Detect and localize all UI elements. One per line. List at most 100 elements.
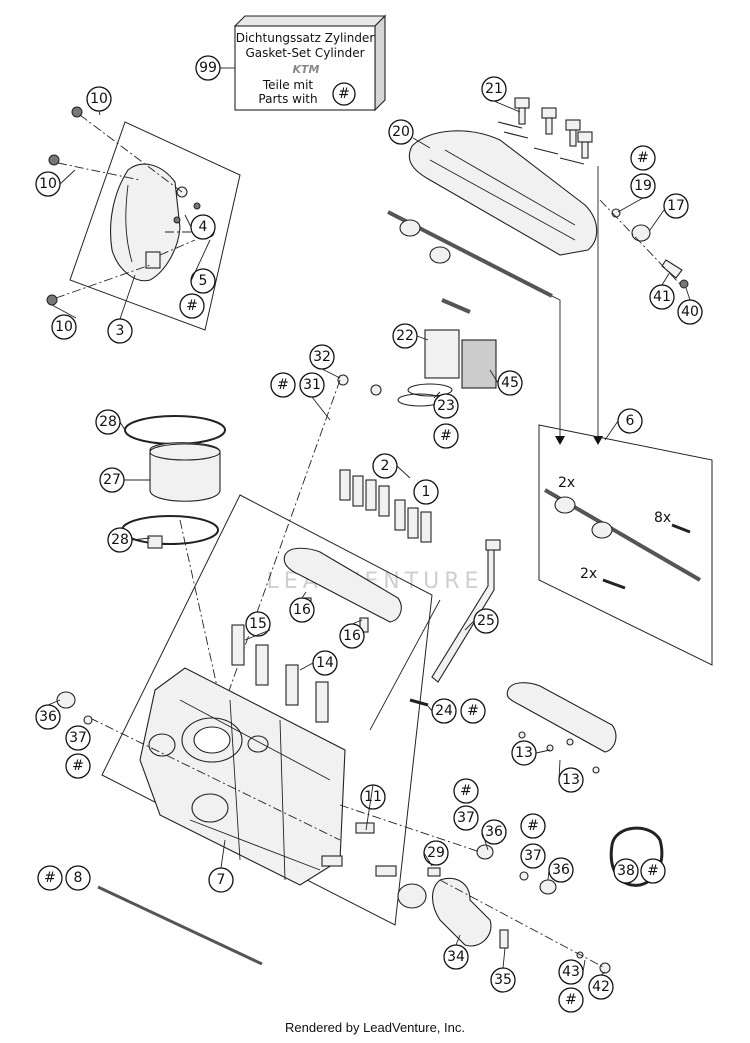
bolt-10-bottom bbox=[46, 294, 58, 306]
callout-15: 15 bbox=[245, 611, 271, 637]
group-frame-3 bbox=[69, 121, 241, 331]
svg-text:6: 6 bbox=[626, 413, 635, 429]
svg-text:36: 36 bbox=[485, 824, 503, 840]
callout-28-bottom: 28 bbox=[107, 527, 133, 553]
callout-10-mid: 10 bbox=[35, 171, 61, 197]
callout-20: 20 bbox=[388, 119, 414, 145]
svg-text:#: # bbox=[72, 758, 84, 774]
svg-text:31: 31 bbox=[303, 377, 321, 393]
bolt-10-mid bbox=[48, 154, 60, 166]
ktm-logo: KTM bbox=[293, 63, 320, 76]
svg-text:10: 10 bbox=[39, 176, 57, 192]
svg-text:36: 36 bbox=[552, 862, 570, 878]
dowel-11 bbox=[355, 822, 375, 834]
callout-42: 42 bbox=[588, 974, 614, 1000]
callout-7: 7 bbox=[208, 867, 234, 893]
kit-line-2: Gasket-Set Cylinder bbox=[245, 46, 364, 60]
callout-8-symbol: # bbox=[37, 865, 63, 891]
svg-text:16: 16 bbox=[293, 602, 311, 618]
callout-19: 19 bbox=[630, 173, 656, 199]
callout-34: 34 bbox=[443, 944, 469, 970]
callout-35: 35 bbox=[490, 967, 516, 993]
callout-37-left: 37 bbox=[65, 725, 91, 751]
svg-text:28: 28 bbox=[111, 532, 129, 548]
callout-43-symbol: # bbox=[558, 987, 584, 1013]
callout-37-left-symbol: # bbox=[65, 753, 91, 779]
kit-qty-1: 2x bbox=[558, 475, 575, 491]
svg-text:#: # bbox=[44, 870, 56, 886]
svg-text:37: 37 bbox=[69, 730, 87, 746]
callout-10-bottom: 10 bbox=[51, 314, 77, 340]
callout-16-left: 16 bbox=[289, 597, 315, 623]
callout-37-mid: 37 bbox=[453, 805, 479, 831]
callout-1: 1 bbox=[413, 479, 439, 505]
callout-31: 31 bbox=[299, 372, 325, 398]
callout-41: 41 bbox=[649, 284, 675, 310]
svg-text:10: 10 bbox=[55, 319, 73, 335]
svg-text:#: # bbox=[277, 377, 289, 393]
part-timing-chain-housing bbox=[110, 163, 188, 282]
svg-text:15: 15 bbox=[249, 616, 267, 632]
part-valve-tappets bbox=[339, 469, 432, 543]
svg-text:#: # bbox=[527, 818, 539, 834]
callout-8: 8 bbox=[65, 865, 91, 891]
callout-10-top: 10 bbox=[86, 86, 112, 112]
callout-2: 2 bbox=[372, 453, 398, 479]
svg-text:22: 22 bbox=[396, 328, 414, 344]
svg-text:45: 45 bbox=[501, 375, 519, 391]
footer-credit: Rendered by LeadVenture, Inc. bbox=[285, 1020, 465, 1035]
svg-text:5: 5 bbox=[199, 273, 208, 289]
callout-45: 45 bbox=[497, 370, 523, 396]
svg-text:35: 35 bbox=[494, 972, 512, 988]
callout-40: 40 bbox=[677, 299, 703, 325]
svg-text:37: 37 bbox=[457, 810, 475, 826]
group-frame-6 bbox=[538, 424, 713, 666]
callout-4: 4 bbox=[190, 214, 216, 240]
svg-text:#: # bbox=[440, 428, 452, 444]
svg-text:27: 27 bbox=[103, 472, 121, 488]
svg-text:2: 2 bbox=[381, 458, 390, 474]
svg-text:34: 34 bbox=[447, 949, 465, 965]
callout-24-symbol: # bbox=[460, 698, 486, 724]
callout-13-left: 13 bbox=[511, 740, 537, 766]
callout-23: 23 bbox=[433, 393, 459, 419]
svg-text:3: 3 bbox=[116, 323, 125, 339]
callout-37-right-symbol: # bbox=[520, 813, 546, 839]
svg-text:28: 28 bbox=[99, 414, 117, 430]
svg-text:#: # bbox=[565, 992, 577, 1008]
cover-bolts-21 bbox=[514, 97, 593, 159]
svg-text:10: 10 bbox=[90, 91, 108, 107]
callout-36-mid: 36 bbox=[481, 819, 507, 845]
group-frame-7 bbox=[101, 494, 433, 926]
callout-28-top: 28 bbox=[95, 409, 121, 435]
svg-text:8: 8 bbox=[74, 870, 83, 886]
svg-text:19: 19 bbox=[634, 178, 652, 194]
gasket-kit-box: Dichtungssatz Zylinder Gasket-Set Cylind… bbox=[233, 14, 387, 112]
bolt-10-top bbox=[71, 106, 83, 118]
svg-text:36: 36 bbox=[39, 709, 57, 725]
callout-6: 6 bbox=[617, 408, 643, 434]
svg-text:20: 20 bbox=[392, 124, 410, 140]
callout-21: 21 bbox=[481, 76, 507, 102]
svg-text:99: 99 bbox=[199, 60, 217, 76]
callout-27: 27 bbox=[99, 467, 125, 493]
callout-32: 32 bbox=[309, 344, 335, 370]
svg-text:32: 32 bbox=[313, 349, 331, 365]
kit-line-1: Dichtungssatz Zylinder bbox=[236, 31, 375, 45]
callout-38-symbol: # bbox=[640, 858, 666, 884]
callout-17: 17 bbox=[663, 193, 689, 219]
svg-text:24: 24 bbox=[435, 703, 453, 719]
callout-37-mid-symbol: # bbox=[453, 778, 479, 804]
callout-5-symbol: # bbox=[179, 293, 205, 319]
callout-36-left: 36 bbox=[35, 704, 61, 730]
svg-text:#: # bbox=[467, 703, 479, 719]
svg-text:14: 14 bbox=[316, 655, 334, 671]
svg-text:#: # bbox=[637, 150, 649, 166]
callout-24: 24 bbox=[431, 698, 457, 724]
svg-text:21: 21 bbox=[485, 81, 503, 97]
callout-99: 99 bbox=[195, 55, 221, 81]
kit-line-3: Teile mit bbox=[262, 78, 314, 92]
svg-text:41: 41 bbox=[653, 289, 671, 305]
